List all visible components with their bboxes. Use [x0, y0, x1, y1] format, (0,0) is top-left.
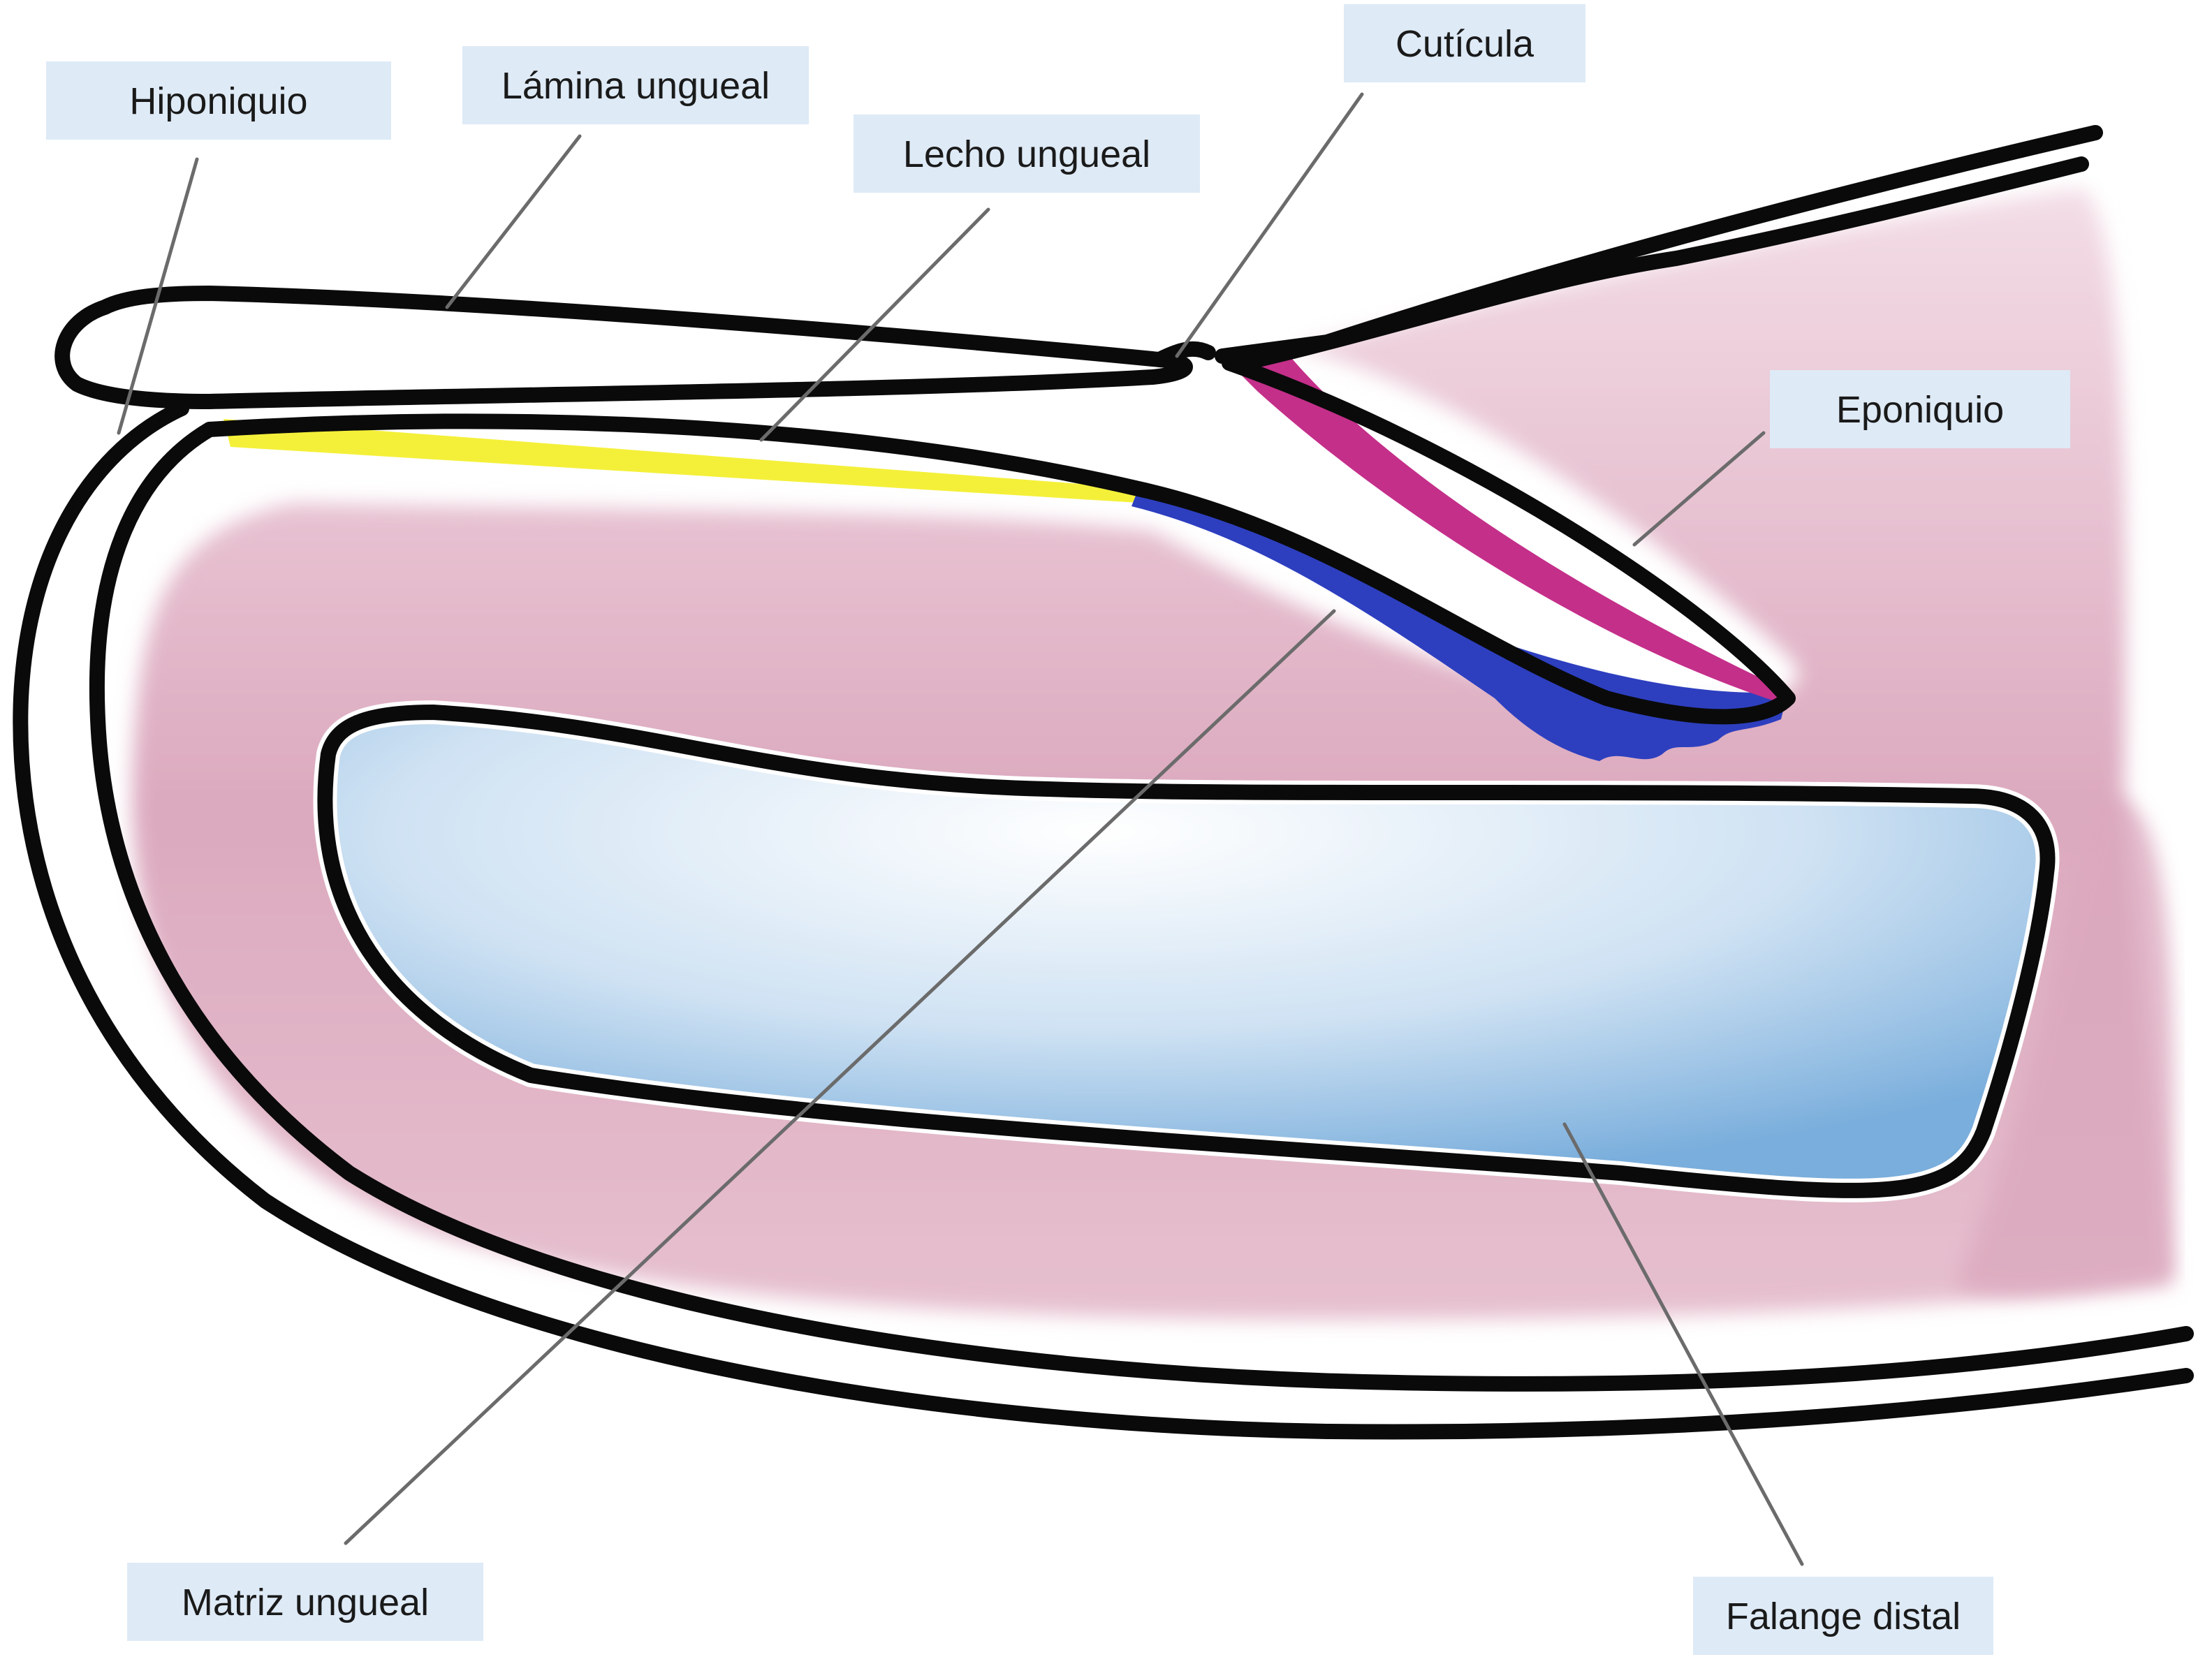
label-cuticula: Cutícula: [1344, 4, 1585, 82]
nail-plate: [54, 286, 1193, 409]
leader-hiponiquio: [117, 157, 199, 435]
leader-lines: [117, 92, 1804, 1566]
eponychium: [1222, 342, 1788, 705]
label-hiponiquio-text: Hiponiquio: [129, 80, 307, 122]
distal-phalanx-bone: [313, 700, 2060, 1202]
label-eponiquio-text: Eponiquio: [1836, 389, 2004, 431]
label-falange-distal: Falange distal: [1693, 1577, 1993, 1655]
label-falange-text: Falange distal: [1726, 1596, 1961, 1637]
leader-cuticula: [1175, 92, 1364, 358]
finger-outline: [13, 125, 2194, 1440]
nail-bed: [224, 419, 1145, 503]
label-eponiquio: Eponiquio: [1770, 370, 2070, 448]
label-lecho-text: Lecho ungueal: [903, 133, 1150, 175]
label-lamina-ungueal: Lámina ungueal: [462, 46, 809, 124]
leader-matriz: [344, 609, 1336, 1545]
leader-lecho: [759, 207, 990, 442]
leader-eponiquio: [1632, 431, 1766, 547]
leader-falange: [1562, 1122, 1804, 1566]
label-matriz-text: Matriz ungueal: [182, 1582, 429, 1623]
label-matriz-ungueal: Matriz ungueal: [127, 1563, 483, 1641]
leader-lamina: [445, 134, 582, 309]
label-lecho-ungueal: Lecho ungueal: [854, 115, 1200, 193]
label-lamina-text: Lámina ungueal: [501, 65, 770, 107]
label-hiponiquio: Hiponiquio: [46, 61, 391, 140]
label-cuticula-text: Cutícula: [1396, 23, 1535, 65]
